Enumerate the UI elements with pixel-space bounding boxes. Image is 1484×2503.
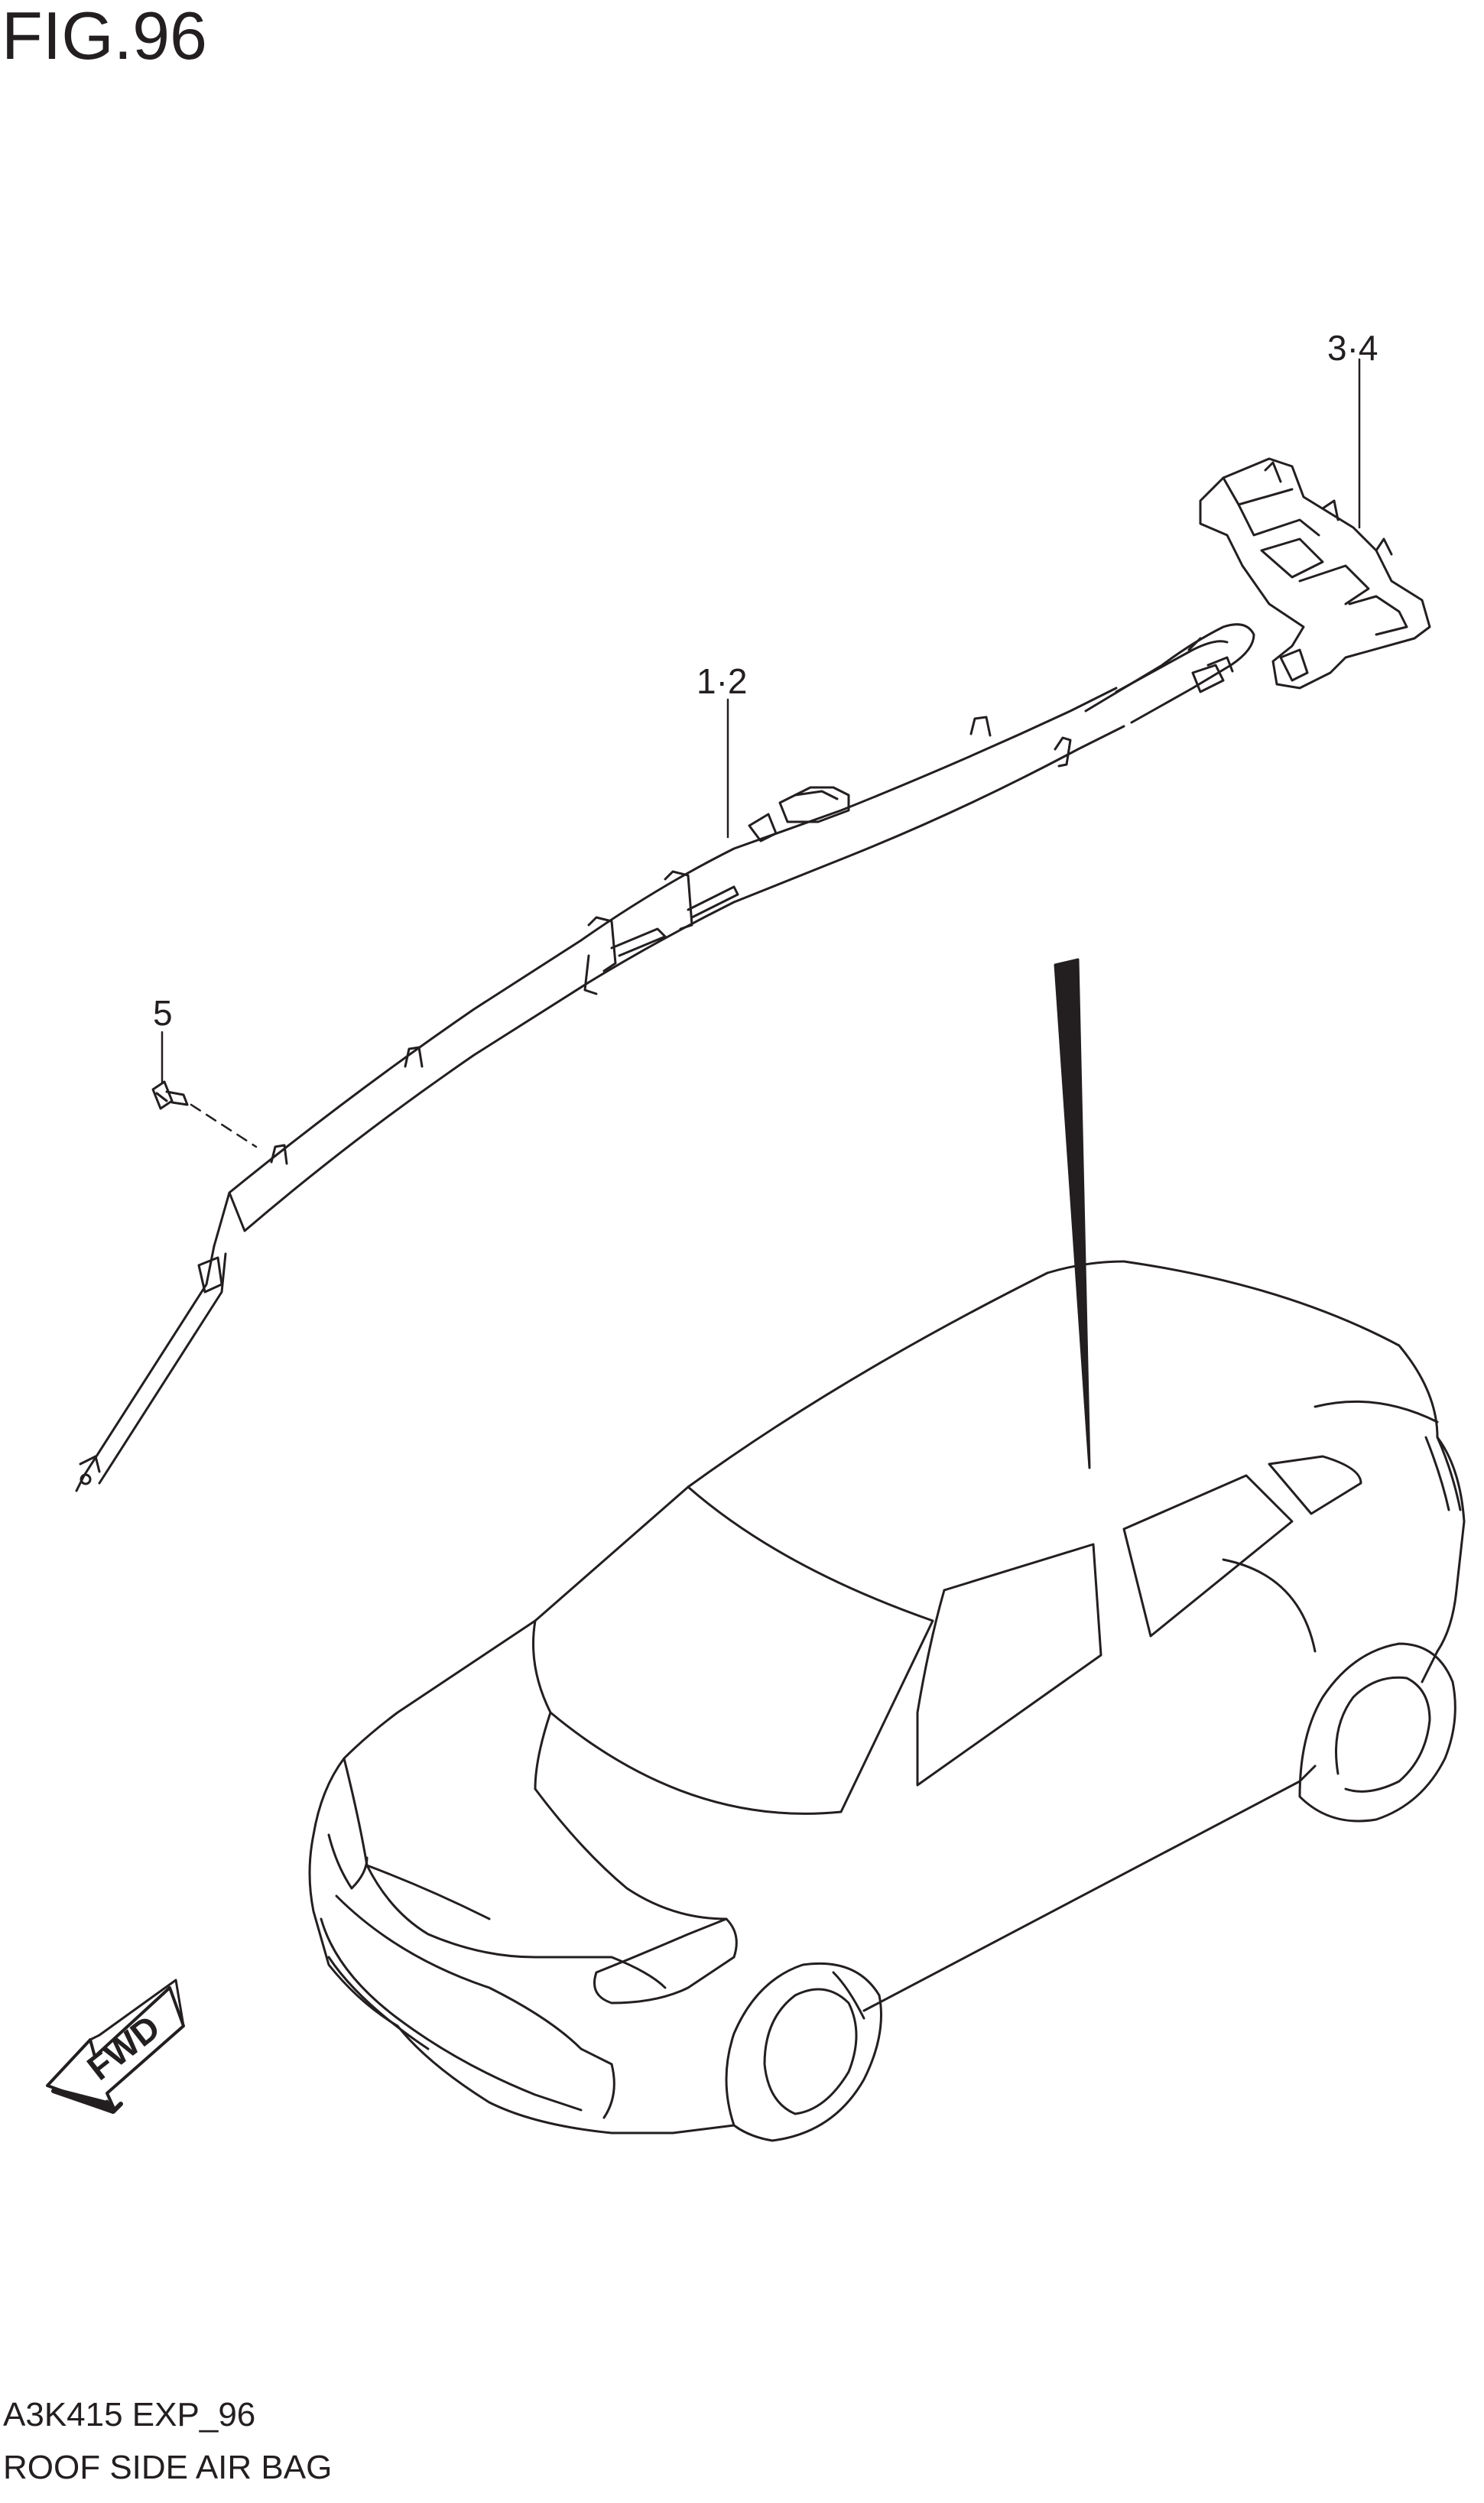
location-pointer — [1054, 958, 1091, 1469]
roof-side-air-bag — [75, 623, 1255, 1492]
figure-name: ROOF SIDE AIR BAG — [3, 2449, 333, 2486]
dashed-line-5 — [190, 1103, 258, 1148]
forward-arrow-icon — [46, 1979, 185, 2114]
figure-title: FIG.96 — [2, 0, 207, 73]
air-bag-bracket — [1199, 457, 1431, 690]
vehicle-outline — [308, 1260, 1466, 2142]
bolt — [151, 1080, 189, 1110]
figure-code: A3K415 EXP_96 — [3, 2396, 256, 2433]
callout-part-3-4: 3·4 — [1327, 328, 1378, 368]
callout-part-5: 5 — [153, 993, 173, 1033]
callout-part-1-2: 1·2 — [697, 661, 748, 701]
